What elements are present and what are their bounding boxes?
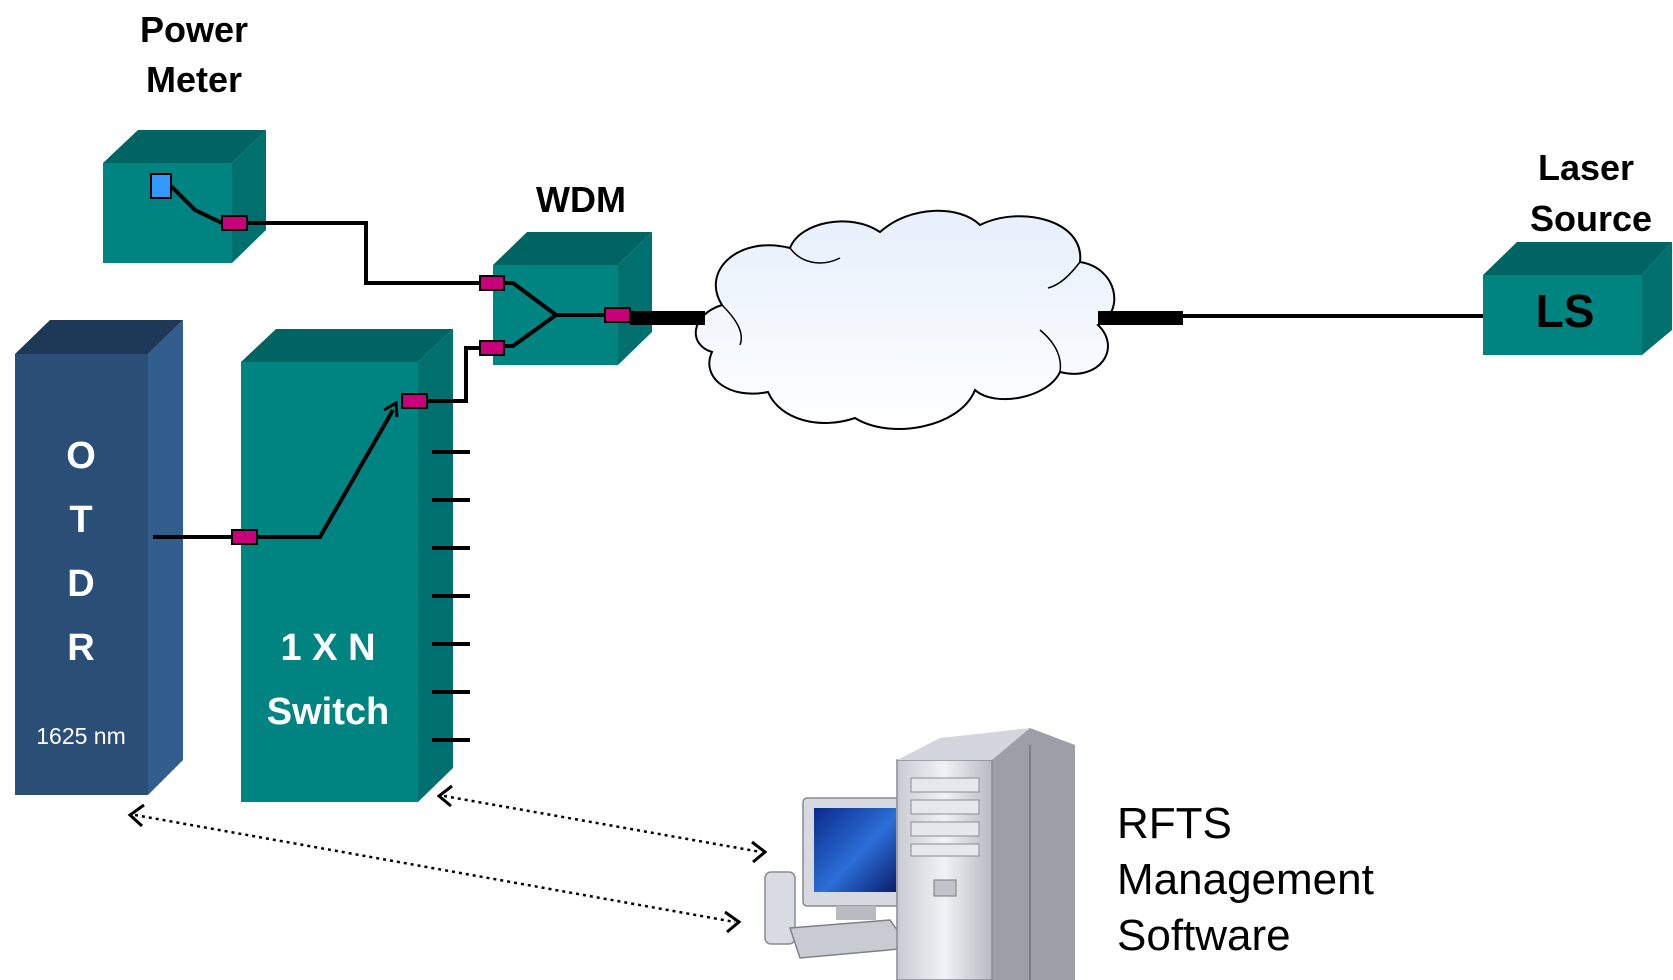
laser-source-box-text: LS bbox=[1536, 285, 1595, 337]
otdr-letter-t: T bbox=[69, 499, 92, 541]
speaker bbox=[764, 871, 796, 945]
tower-front bbox=[896, 759, 993, 980]
laser-source-label-2: Source bbox=[1530, 198, 1652, 239]
computer-icon bbox=[764, 728, 1075, 980]
drive-bay-2 bbox=[910, 799, 980, 815]
tower-top bbox=[897, 728, 1030, 760]
laser-source-side bbox=[1642, 242, 1672, 355]
otdr-top bbox=[15, 320, 183, 354]
switch-top bbox=[241, 329, 453, 362]
cloud-inner-curve-1 bbox=[789, 247, 841, 264]
power-meter-port bbox=[150, 173, 172, 199]
wdm-coupler bbox=[503, 281, 605, 348]
link-otdr-arrow-start bbox=[127, 803, 145, 828]
cloud-inner-curve-4 bbox=[1039, 329, 1062, 373]
otdr-side bbox=[148, 320, 183, 795]
wdm-connector-in2 bbox=[479, 340, 505, 356]
switch-label-1: 1 X N bbox=[280, 627, 375, 669]
wdm-side bbox=[618, 232, 652, 365]
otdr-letter-d: D bbox=[67, 563, 94, 605]
switch-arrowhead bbox=[383, 400, 399, 418]
link-switch-arrow-start bbox=[436, 784, 453, 808]
otdr-front bbox=[15, 354, 148, 795]
switch-connector-out bbox=[401, 393, 428, 409]
wdm-connector-in1 bbox=[479, 275, 505, 291]
keyboard bbox=[788, 919, 912, 959]
rfts-label-2: Management bbox=[1117, 855, 1374, 904]
link-switch-arrow-end bbox=[751, 840, 768, 864]
wdm-top bbox=[493, 232, 652, 265]
fiber-links bbox=[153, 221, 1483, 539]
fiber-switch-to-wdm bbox=[427, 346, 480, 403]
drive-bay-1 bbox=[910, 777, 980, 793]
power-meter-label-2: Meter bbox=[146, 59, 242, 100]
link-otdr-arrow-end bbox=[724, 910, 742, 934]
laser-source-front bbox=[1483, 275, 1642, 355]
drive-bay-4 bbox=[910, 843, 980, 857]
network-cloud bbox=[694, 209, 1116, 430]
drive-bay-3 bbox=[910, 821, 980, 837]
power-meter bbox=[103, 130, 266, 263]
power-meter-label-1: Power bbox=[140, 9, 248, 50]
power-meter-internal-fiber bbox=[169, 184, 223, 225]
otdr-letter-r: R bbox=[67, 627, 94, 669]
cloud-shape bbox=[694, 209, 1116, 430]
power-meter-connector bbox=[221, 215, 248, 231]
management-links bbox=[127, 784, 768, 934]
optical-switch: 1 X N Switch bbox=[231, 329, 470, 802]
otdr-letter-o: O bbox=[66, 435, 96, 477]
switch-internal-path bbox=[257, 409, 395, 539]
laser-source-label-1: Laser bbox=[1538, 147, 1634, 188]
otdr-wavelength: 1625 nm bbox=[36, 723, 126, 749]
switch-front bbox=[241, 362, 418, 802]
fiber-power-meter-to-wdm bbox=[247, 221, 480, 285]
switch-label-2: Switch bbox=[267, 691, 389, 733]
rfts-label-3: Software bbox=[1117, 911, 1291, 960]
monitor-screen bbox=[814, 808, 896, 892]
laser-source: LS bbox=[1483, 242, 1672, 355]
wdm-label: WDM bbox=[536, 179, 626, 220]
power-meter-top bbox=[103, 130, 266, 163]
laser-source-top bbox=[1483, 242, 1672, 275]
switch-side bbox=[418, 329, 453, 802]
rfts-label-1: RFTS bbox=[1117, 799, 1232, 848]
wdm bbox=[479, 232, 652, 365]
cloud-inner-curve-2 bbox=[721, 304, 742, 346]
otdr: O T D R 1625 nm bbox=[15, 320, 183, 795]
power-button bbox=[933, 879, 957, 897]
monitor-stand bbox=[836, 906, 876, 920]
wdm-connector-out bbox=[604, 307, 631, 323]
cloud-inner-curve-3 bbox=[1047, 261, 1081, 289]
switch-connector-in bbox=[231, 529, 258, 545]
link-switch-to-pc bbox=[443, 794, 762, 854]
switch-output-ports bbox=[432, 450, 470, 742]
